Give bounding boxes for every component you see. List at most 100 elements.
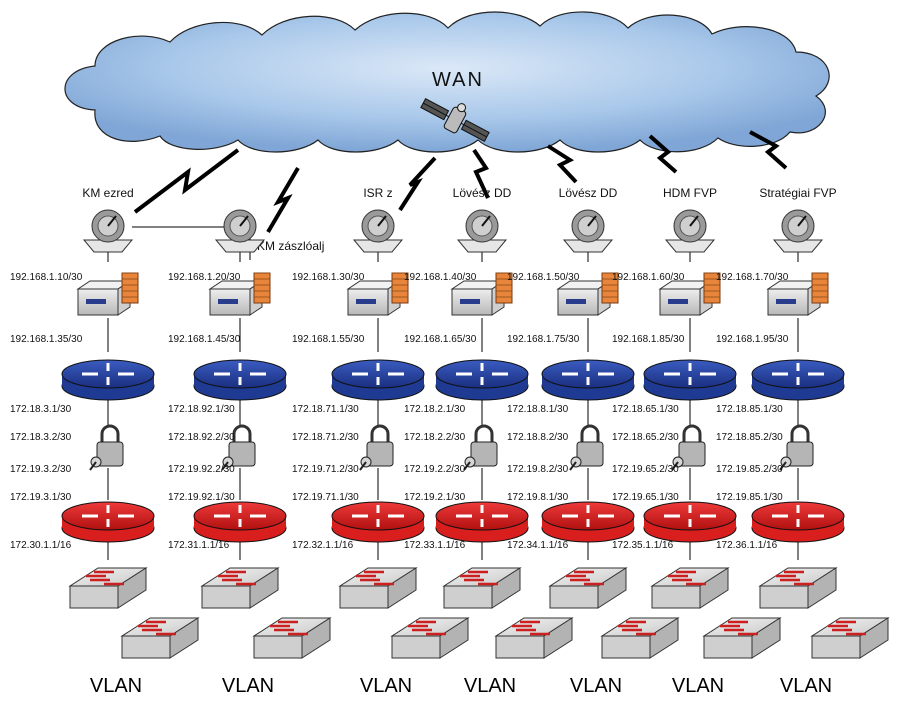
wireless-link-3 [398, 156, 437, 212]
site-5: Lövész DD192.168.1.50/30192.168.1.75/301… [507, 186, 680, 697]
site-1: KM ezred192.168.1.10/30192.168.1.35/3017… [10, 186, 200, 697]
switch-icon [200, 567, 280, 609]
switch-front [121, 635, 171, 659]
lock-body [576, 441, 604, 467]
router-top [643, 501, 737, 531]
lock-key-stem [221, 461, 229, 471]
ip-firewall-wan: 192.168.1.20/30 [168, 272, 241, 283]
wireless-link-2 [266, 166, 300, 234]
ip-lan: 172.35.1.1/16 [612, 540, 674, 551]
core-router-icon [193, 359, 287, 401]
firewall-wall [253, 272, 271, 304]
wireless-link-1 [133, 148, 240, 214]
switch-side [387, 567, 417, 609]
satellite-dish-icon [562, 209, 614, 253]
ip-lan: 172.32.1.1/16 [292, 540, 354, 551]
switch-icon [650, 567, 730, 609]
dish-feed [587, 215, 597, 227]
router-top [643, 359, 737, 389]
ip-edge-router: 172.19.92.1/30 [168, 492, 235, 503]
ip-core-router: 172.18.2.1/30 [404, 404, 466, 415]
satellite-dish-icon [214, 209, 266, 253]
lock-shackle [790, 424, 810, 442]
router-top [435, 501, 529, 531]
ip-lan: 172.36.1.1/16 [716, 540, 778, 551]
switch-side [117, 567, 147, 609]
router-top [435, 359, 529, 389]
switch-front [495, 635, 545, 659]
ip-firewall-wan: 192.168.1.40/30 [404, 272, 477, 283]
firewall-port [668, 299, 688, 304]
router-top [331, 359, 425, 389]
edge-router-icon [193, 501, 287, 543]
wireless-link-4 [472, 148, 490, 199]
dish-feed [797, 215, 807, 227]
ip-encryptor-bottom: 172.19.92.2/30 [168, 464, 235, 475]
edge-router-icon [331, 501, 425, 543]
site-name: KM zászlóalj [257, 239, 324, 253]
site-name: HDM FVP [663, 186, 717, 200]
switch-front [443, 585, 493, 609]
wireless-link-5 [546, 144, 578, 184]
ip-encryptor-bottom: 172.19.3.2/30 [10, 464, 72, 475]
vlan-label: VLAN [464, 675, 516, 697]
switch-side [169, 617, 199, 659]
switch-front [339, 585, 389, 609]
switch-icon [702, 617, 782, 659]
encryptor-lock-icon [569, 424, 604, 471]
core-router-icon [751, 359, 845, 401]
ip-core-router: 172.18.92.1/30 [168, 404, 235, 415]
ip-firewall-lan: 192.168.1.95/30 [716, 334, 789, 345]
lock-key-stem [359, 461, 367, 471]
lock-shackle [580, 424, 600, 442]
lock-key-stem [671, 461, 679, 471]
firewall-port [460, 299, 480, 304]
encryptor-lock-icon [221, 424, 256, 471]
switch-front [69, 585, 119, 609]
switch-side [751, 617, 781, 659]
switch-side [807, 567, 837, 609]
ip-lan: 172.33.1.1/16 [404, 540, 466, 551]
ip-encryptor-top: 172.18.3.2/30 [10, 432, 72, 443]
switch-icon [120, 617, 200, 659]
switch-front [811, 635, 861, 659]
router-top [331, 501, 425, 531]
site-6: HDM FVP192.168.1.60/30192.168.1.85/30172… [612, 186, 782, 697]
encryptor-lock-icon [359, 424, 394, 471]
switch-icon [548, 567, 628, 609]
core-router-icon [61, 359, 155, 401]
wireless-link-6 [648, 134, 678, 174]
firewall-port [86, 299, 106, 304]
ip-firewall-wan: 192.168.1.10/30 [10, 272, 83, 283]
switch-side [491, 567, 521, 609]
firewall-icon [556, 272, 619, 316]
vlan-label: VLAN [570, 675, 622, 697]
switch-side [859, 617, 889, 659]
edge-router-icon [541, 501, 635, 543]
lock-body [228, 441, 256, 467]
satellite-dish-icon [664, 209, 716, 253]
switch-icon [810, 617, 890, 659]
ip-lan: 172.31.1.1/16 [168, 540, 230, 551]
firewall-port [218, 299, 238, 304]
lock-shackle [370, 424, 390, 442]
dish-feed [481, 215, 491, 227]
ip-lan: 172.34.1.1/16 [507, 540, 569, 551]
switch-side [649, 617, 679, 659]
lock-shackle [100, 424, 120, 442]
lock-shackle [232, 424, 252, 442]
site-name: Lövész DD [453, 186, 512, 200]
edge-router-icon [435, 501, 529, 543]
switch-front [601, 635, 651, 659]
lock-key-stem [89, 461, 97, 471]
lock-key-stem [569, 461, 577, 471]
ip-firewall-lan: 192.168.1.75/30 [507, 334, 580, 345]
ip-firewall-wan: 192.168.1.50/30 [507, 272, 580, 283]
site-2: KM zászlóalj192.168.1.20/30192.168.1.45/… [168, 209, 332, 697]
ip-encryptor-top: 172.18.71.2/30 [292, 432, 359, 443]
router-top [193, 501, 287, 531]
ip-firewall-lan: 192.168.1.85/30 [612, 334, 685, 345]
switch-icon [390, 617, 470, 659]
router-top [61, 359, 155, 389]
